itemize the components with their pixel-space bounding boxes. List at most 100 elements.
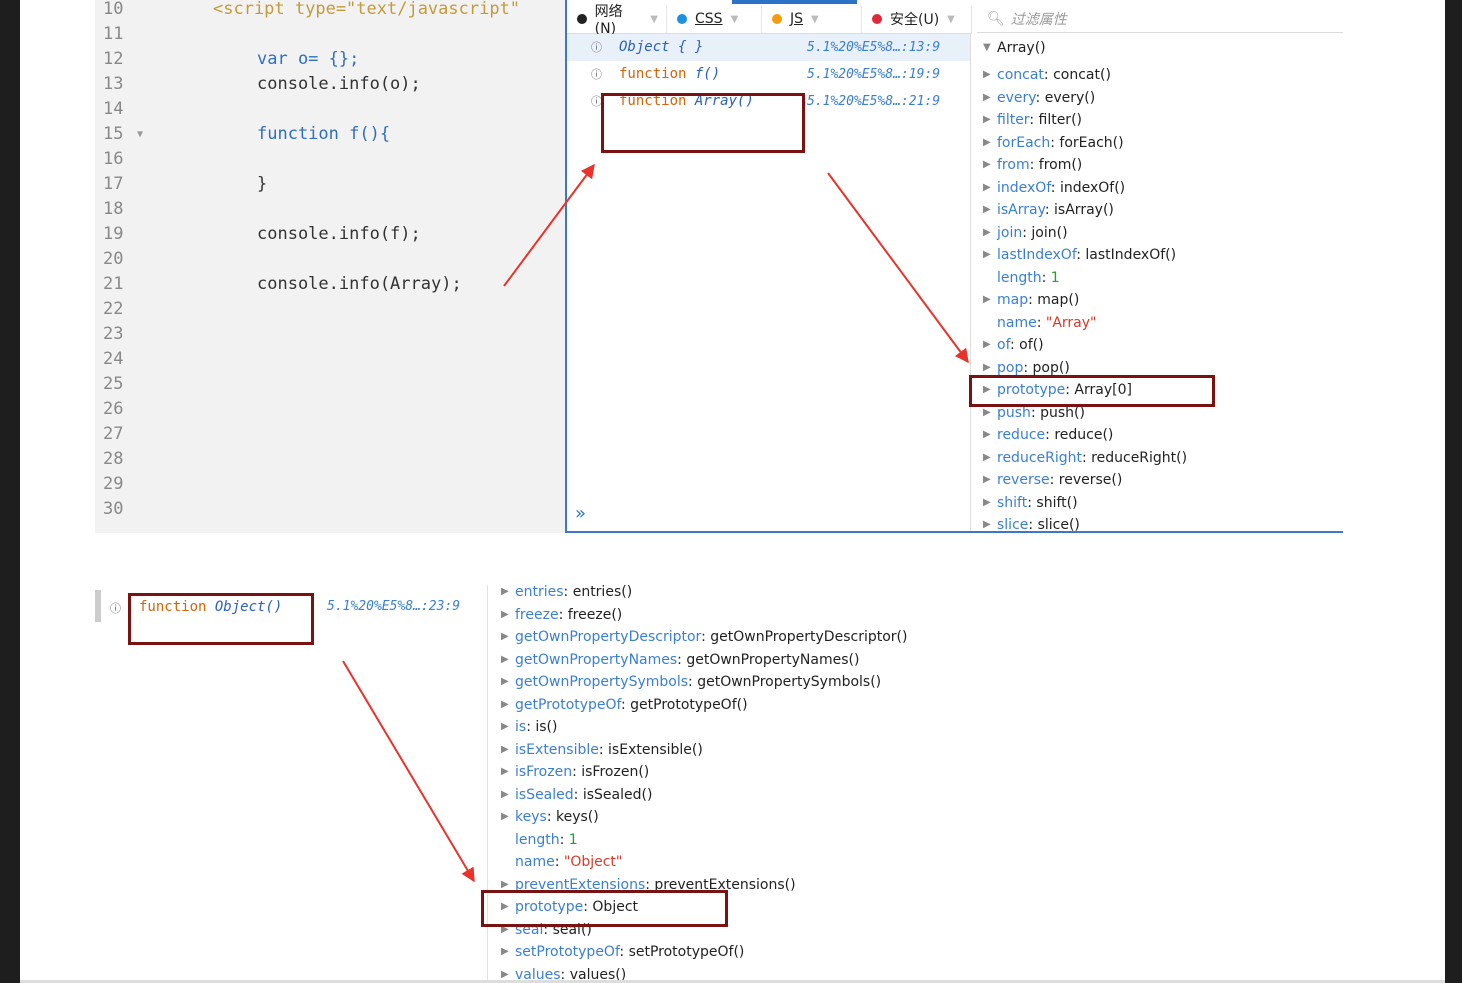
property-setPrototypeOf[interactable]: ▶setPrototypeOf: setPrototypeOf() (501, 941, 744, 963)
expand-triangle-icon[interactable]: ▶ (501, 766, 509, 777)
expand-triangle-icon[interactable]: ▶ (501, 946, 509, 957)
property-getOwnPropertyDescriptor[interactable]: ▶getOwnPropertyDescriptor: getOwnPropert… (501, 626, 907, 648)
expand-triangle-icon[interactable]: ▶ (501, 878, 509, 890)
expand-triangle-icon[interactable]: ▶ (501, 631, 509, 642)
expand-triangle-icon[interactable]: ▶ (983, 451, 991, 463)
property-map[interactable]: ▶map: map() (983, 289, 1079, 311)
expand-triangle-icon[interactable]: ▶ (983, 91, 991, 103)
property-push[interactable]: ▶push: push() (983, 402, 1085, 424)
expand-triangle-icon[interactable]: ▶ (501, 923, 509, 935)
property-indexOf[interactable]: ▶indexOf: indexOf() (983, 177, 1125, 199)
filter-network[interactable]: 网络(N) ▼ (567, 4, 667, 37)
expand-triangle-icon[interactable]: ▶ (501, 901, 509, 912)
property-isSealed[interactable]: ▶isSealed: isSealed() (501, 784, 652, 806)
pane-divider[interactable] (970, 34, 971, 531)
property-key: reduce (997, 427, 1046, 443)
property-of[interactable]: ▶of: of() (983, 334, 1044, 356)
active-tab-indicator (732, 0, 857, 4)
property-length[interactable]: length: 1 (997, 267, 1060, 289)
expand-triangle-icon[interactable]: ▶ (983, 69, 991, 80)
property-name[interactable]: name: "Object" (515, 851, 622, 873)
line-number: 29 (103, 474, 124, 494)
expand-triangle-icon[interactable]: ▶ (501, 968, 509, 980)
property-separator: : (1045, 427, 1055, 443)
expand-triangle-icon[interactable]: ▶ (501, 721, 509, 732)
highlight-box-object-prototype (481, 890, 728, 927)
filter-css[interactable]: CSS ▼ (667, 5, 762, 33)
property-reduce[interactable]: ▶reduce: reduce() (983, 424, 1113, 446)
console-source-link[interactable]: 5.1%20%E5%8…:13:9 (807, 40, 941, 55)
expand-triangle-icon[interactable]: ▶ (983, 136, 991, 148)
expand-triangle-icon[interactable]: ▶ (983, 114, 991, 125)
property-reduceRight[interactable]: ▶reduceRight: reduceRight() (983, 447, 1187, 469)
expand-triangle-icon[interactable]: ▶ (983, 181, 991, 193)
property-length[interactable]: length: 1 (515, 829, 578, 851)
expand-triangle-icon[interactable]: ▶ (983, 294, 991, 305)
expand-triangle-icon[interactable]: ▶ (983, 496, 991, 508)
expand-triangle-icon[interactable]: ▶ (983, 384, 991, 395)
expand-triangle-icon[interactable]: ▶ (501, 586, 509, 597)
property-isExtensible[interactable]: ▶isExtensible: isExtensible() (501, 739, 703, 761)
property-isArray[interactable]: ▶isArray: isArray() (983, 199, 1114, 221)
property-shift[interactable]: ▶shift: shift() (983, 492, 1078, 514)
property-prototype[interactable]: ▶prototype: Array[0] (983, 379, 1132, 401)
property-forEach[interactable]: ▶forEach: forEach() (983, 132, 1124, 154)
property-getOwnPropertyNames[interactable]: ▶getOwnPropertyNames: getOwnPropertyName… (501, 649, 859, 671)
security-dot-icon (872, 14, 882, 24)
property-name[interactable]: name: "Array" (997, 312, 1096, 334)
expand-triangle-icon[interactable]: ▶ (501, 811, 509, 822)
expand-triangle-icon[interactable]: ▶ (501, 698, 509, 710)
property-slice[interactable]: ▶slice: slice() (983, 514, 1080, 531)
console-source-link[interactable]: 5.1%20%E5%8…:19:9 (807, 67, 941, 82)
console-source-link[interactable]: 5.1%20%E5%8…:21:9 (807, 94, 941, 109)
expand-triangle-icon[interactable]: ▶ (501, 788, 509, 800)
property-from[interactable]: ▶from: from() (983, 154, 1082, 176)
expand-triangle-icon[interactable]: ▶ (983, 474, 991, 485)
expand-triangle-icon[interactable]: ▶ (501, 743, 509, 755)
expand-triangle-icon[interactable]: ▶ (983, 519, 991, 530)
property-pop[interactable]: ▶pop: pop() (983, 357, 1070, 379)
expand-triangle-icon[interactable]: ▶ (983, 406, 991, 418)
property-getPrototypeOf[interactable]: ▶getPrototypeOf: getPrototypeOf() (501, 694, 748, 716)
expand-triangle-icon[interactable]: ▶ (983, 361, 991, 373)
property-every[interactable]: ▶every: every() (983, 87, 1095, 109)
expand-triangle-icon[interactable]: ▶ (983, 249, 991, 260)
expand-triangle-icon[interactable]: ▶ (983, 159, 991, 170)
property-lastIndexOf[interactable]: ▶lastIndexOf: lastIndexOf() (983, 244, 1176, 266)
property-concat[interactable]: ▶concat: concat() (983, 64, 1111, 86)
property-is[interactable]: ▶is: is() (501, 716, 557, 738)
filter-security[interactable]: 安全(U) ▼ (862, 5, 972, 33)
property-freeze[interactable]: ▶freeze: freeze() (501, 604, 622, 626)
console-message-object-function[interactable]: function Object() (139, 599, 283, 615)
tree-root-array[interactable]: ▼Array() (983, 37, 1046, 59)
fold-toggle-icon[interactable]: ▼ (137, 129, 144, 140)
collapse-triangle-icon[interactable]: ▼ (983, 42, 991, 53)
property-separator: : (1029, 157, 1039, 173)
property-filter-input[interactable]: 🔍︎ 过滤属性 (977, 5, 1343, 33)
property-reverse[interactable]: ▶reverse: reverse() (983, 469, 1122, 491)
expand-triangle-icon[interactable]: ▶ (501, 676, 509, 687)
arrow-object-to-prototype (342, 660, 475, 883)
property-prototype[interactable]: ▶prototype: Object (501, 896, 638, 918)
expand-triangle-icon[interactable]: ▶ (501, 653, 509, 665)
property-entries[interactable]: ▶entries: entries() (501, 581, 632, 603)
expand-triangle-icon[interactable]: ▶ (983, 204, 991, 215)
property-keys[interactable]: ▶keys: keys() (501, 806, 599, 828)
expand-triangle-icon[interactable]: ▶ (983, 226, 991, 238)
property-preventExtensions[interactable]: ▶preventExtensions: preventExtensions() (501, 874, 796, 896)
filter-js[interactable]: JS ▼ (762, 5, 862, 33)
property-values[interactable]: ▶values: values() (501, 964, 626, 983)
console-prompt-icon[interactable]: » (575, 503, 587, 524)
console-source-link[interactable]: 5.1%20%E5%8…:23:9 (327, 599, 461, 614)
expand-triangle-icon[interactable]: ▶ (983, 429, 991, 440)
property-join[interactable]: ▶join: join() (983, 222, 1068, 244)
property-getOwnPropertySymbols[interactable]: ▶getOwnPropertySymbols: getOwnPropertySy… (501, 671, 881, 693)
property-filter[interactable]: ▶filter: filter() (983, 109, 1082, 131)
expand-triangle-icon[interactable]: ▶ (501, 608, 509, 620)
property-isFrozen[interactable]: ▶isFrozen: isFrozen() (501, 761, 649, 783)
expand-triangle-icon[interactable]: ▶ (983, 339, 991, 350)
